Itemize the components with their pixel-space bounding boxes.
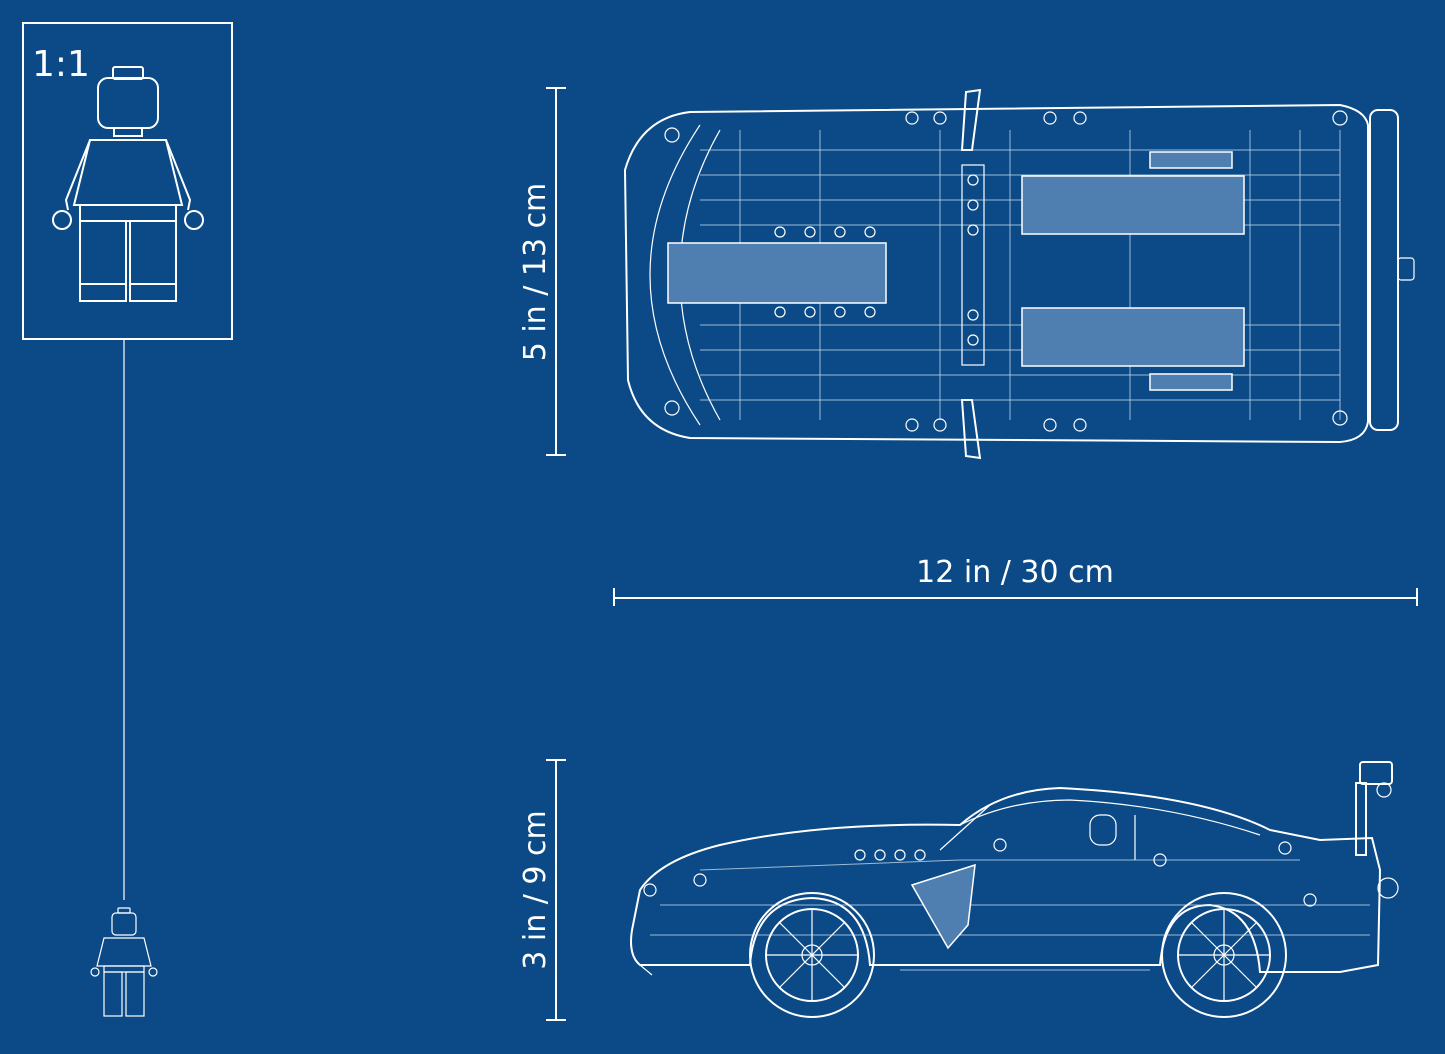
car-top-view-icon <box>623 88 1415 460</box>
dimension-height: 3 in / 9 cm <box>518 759 566 1021</box>
scale-box: 1:1 <box>22 22 233 340</box>
minifigure-large-icon <box>52 66 204 302</box>
car-side-view-icon <box>630 761 1399 1018</box>
minifigure-small-icon <box>90 907 158 1017</box>
dimension-length: 12 in / 30 cm <box>613 555 1418 606</box>
height-label: 3 in / 9 cm <box>518 810 553 970</box>
scale-label: 1:1 <box>32 44 90 85</box>
dimension-width: 5 in / 13 cm <box>518 87 566 456</box>
length-label: 12 in / 30 cm <box>916 555 1114 590</box>
width-label: 5 in / 13 cm <box>518 183 553 362</box>
